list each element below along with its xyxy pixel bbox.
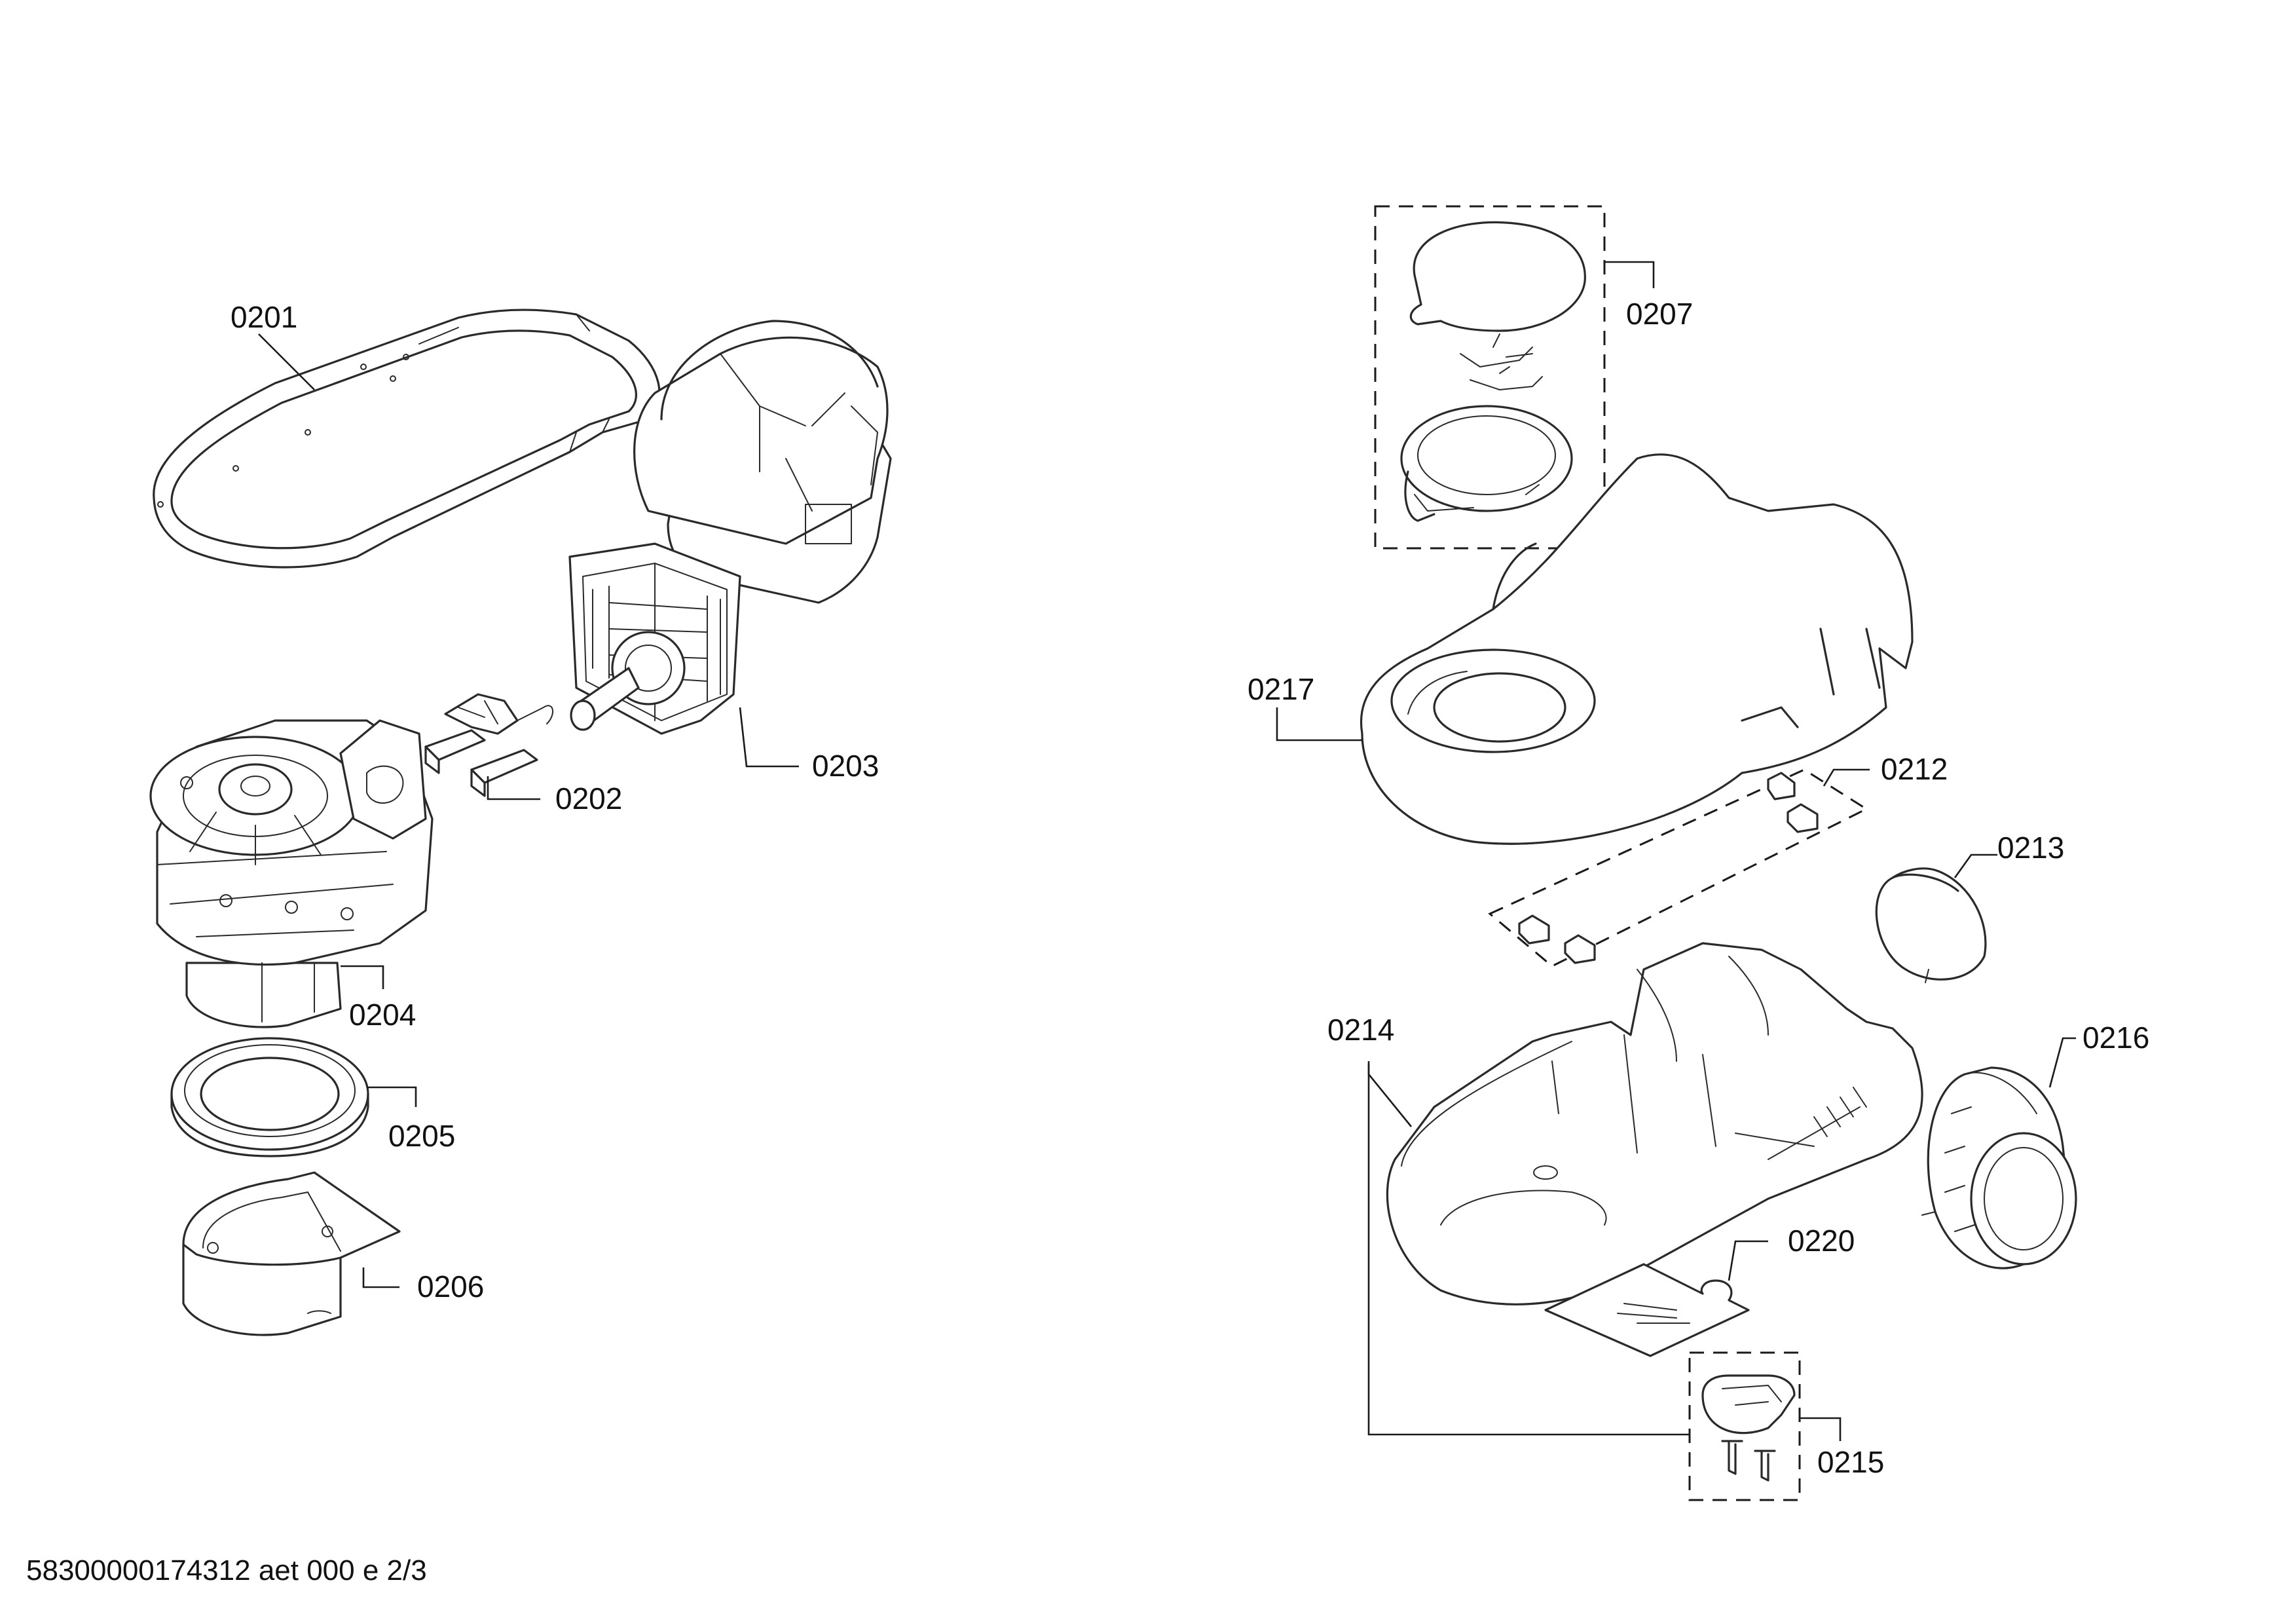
part-0212-feet[interactable] xyxy=(1518,772,1819,964)
part-0215-foot-module[interactable] xyxy=(1701,1374,1796,1482)
callout-0202: 0202 xyxy=(555,781,622,816)
callout-0203: 0203 xyxy=(812,749,879,783)
part-0202-brushes[interactable] xyxy=(424,693,553,797)
callout-0217: 0217 xyxy=(1248,672,1314,706)
callout-0201: 0201 xyxy=(231,300,297,334)
part-0217-housing[interactable] xyxy=(1360,453,1914,845)
callout-0220: 0220 xyxy=(1788,1224,1855,1258)
part-0203-motor[interactable] xyxy=(568,320,892,735)
callout-0213: 0213 xyxy=(1997,831,2064,865)
callout-0205: 0205 xyxy=(388,1119,455,1153)
part-0205-ring-seal[interactable] xyxy=(170,1037,369,1157)
callout-0214: 0214 xyxy=(1327,1013,1394,1047)
callout-0212: 0212 xyxy=(1881,752,1948,786)
group-box-0207 xyxy=(1374,205,1606,550)
part-0216-drive-hub[interactable] xyxy=(1921,1066,2077,1269)
group-box-0215 xyxy=(1688,1351,1801,1501)
callout-0215: 0215 xyxy=(1817,1445,1884,1479)
part-0207-cover-assembly[interactable] xyxy=(1400,221,1586,522)
callout-0216: 0216 xyxy=(2083,1021,2149,1055)
callout-0207: 0207 xyxy=(1626,297,1693,331)
callout-0206: 0206 xyxy=(417,1269,484,1304)
part-0204-gearbox[interactable] xyxy=(149,719,434,1028)
part-0220-rating-plate[interactable] xyxy=(1544,1263,1750,1357)
callout-0204: 0204 xyxy=(349,998,416,1032)
part-0201-gasket[interactable] xyxy=(153,309,661,569)
footer-document-id: 58300000174312 aet 000 e 2/3 xyxy=(26,1554,427,1586)
part-0206-funnel[interactable] xyxy=(182,1171,401,1336)
part-0213-cap[interactable] xyxy=(1875,867,1987,983)
